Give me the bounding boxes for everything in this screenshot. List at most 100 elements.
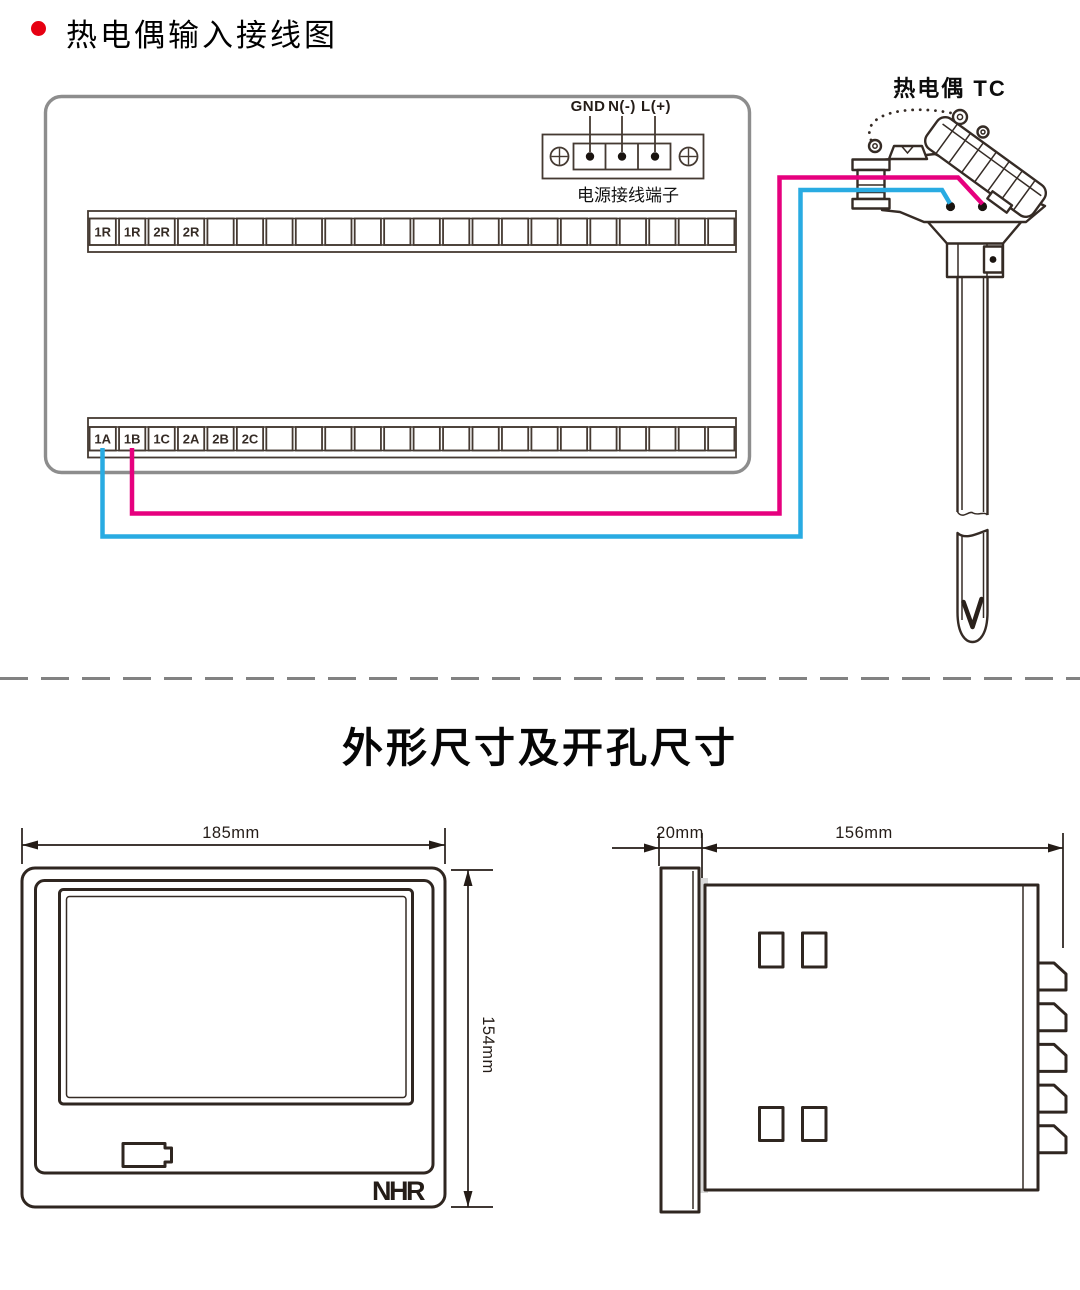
terminal-cell	[471, 426, 500, 452]
cable-gland	[851, 158, 891, 210]
terminal-cell	[177, 217, 206, 246]
front-view: 185mm N H R 154mm	[20, 824, 497, 1209]
terminal-cell-label: 1R	[124, 225, 141, 240]
terminal-cell	[265, 426, 294, 452]
terminal-cell	[677, 426, 706, 452]
negative-wire	[100, 187, 952, 539]
positive-wire	[129, 175, 985, 516]
terminal-cell	[294, 217, 323, 246]
terminal-cell-label: 1R	[94, 225, 111, 240]
terminal-cell	[589, 426, 618, 452]
thermocouple-drawing: 热电偶 TC	[851, 76, 1048, 644]
terminal-cell	[235, 426, 265, 452]
logo-letter-n: N	[372, 1176, 390, 1206]
terminal-tab	[1036, 1124, 1068, 1155]
terminal-cell-label: 2A	[183, 432, 200, 447]
terminal-strip-frame	[87, 417, 737, 459]
terminal-cell	[147, 217, 176, 246]
terminal-cell	[501, 426, 530, 452]
logo-letter-h: H	[389, 1176, 407, 1206]
junction-v-mark	[961, 596, 984, 630]
instrument-rear-panel	[43, 94, 752, 475]
terminal-cell	[589, 217, 618, 246]
terminal-cell-label: 2C	[242, 432, 259, 447]
terminal-cell	[707, 426, 736, 452]
screen	[58, 888, 414, 1106]
lid-chain	[867, 108, 953, 154]
terminal-cell	[177, 426, 206, 452]
section-title: 外形尺寸及开孔尺寸	[342, 725, 738, 771]
terminal-tab	[1036, 1083, 1068, 1114]
screw-icon	[678, 146, 699, 167]
bezel-depth-label: 20mm	[656, 824, 704, 842]
terminal-cell	[324, 217, 353, 246]
side-view: 20mm 156mm	[612, 824, 1068, 1214]
line-label: L(+)	[641, 98, 671, 115]
terminal-cell-label: 2B	[212, 432, 229, 447]
terminal-cell	[324, 426, 353, 452]
page-title: 热电偶输入接线图	[66, 18, 338, 53]
head-taper	[925, 219, 1024, 245]
vent-hole	[758, 931, 785, 969]
power-terminal-block: GND N(-) L(+) 电源接线端子	[541, 98, 705, 205]
power-terminal-caption: 电源接线端子	[577, 186, 679, 205]
thermocouple-label: 热电偶 TC	[893, 76, 1006, 101]
terminal-cell	[412, 426, 441, 452]
dimension-drawings: 185mm N H R 154mm	[20, 824, 1068, 1214]
terminal-cell	[383, 217, 412, 246]
terminal-tab	[1036, 961, 1068, 992]
vent-hole	[801, 1106, 828, 1142]
terminal-cell	[501, 217, 530, 246]
vent-hole	[801, 931, 828, 969]
terminal-cell	[412, 217, 441, 246]
terminal-tab	[1036, 1002, 1068, 1033]
terminal-cell-label: 1A	[94, 432, 111, 447]
rear-terminal-tabs	[1036, 961, 1068, 1155]
terminal-cell	[353, 217, 382, 246]
width-label: 185mm	[202, 824, 260, 842]
case-depth-label: 156mm	[835, 824, 893, 842]
thermocouple-probe	[956, 277, 989, 644]
terminal-cell	[707, 217, 736, 246]
terminal-cell	[235, 217, 265, 246]
terminal-cell	[353, 426, 382, 452]
depth-dimensions: 20mm 156mm	[612, 824, 1064, 948]
terminal-cell	[559, 426, 589, 452]
terminal-cell-label: 2R	[183, 225, 200, 240]
terminal-cell	[559, 217, 589, 246]
width-dimension: 185mm	[21, 824, 446, 864]
terminal-cell	[530, 426, 559, 452]
terminal-cell	[530, 217, 559, 246]
terminal-cell	[206, 217, 235, 246]
terminal-cell	[648, 426, 677, 452]
terminal-cell	[471, 217, 500, 246]
gnd-label: GND	[571, 98, 606, 115]
terminal-cell	[618, 426, 647, 452]
head-lid	[924, 115, 1048, 218]
terminal-cell	[383, 426, 412, 452]
case-body	[703, 883, 1040, 1192]
wing-cap	[887, 144, 929, 161]
terminal-cell	[442, 426, 471, 452]
terminal-cell	[618, 217, 647, 246]
terminal-cell	[88, 217, 117, 246]
terminal-cell	[265, 217, 294, 246]
terminal-strip-frame	[87, 210, 737, 253]
screw-icon	[549, 146, 570, 167]
bullet-icon	[31, 21, 46, 36]
terminal-cell	[206, 426, 235, 452]
neutral-label: N(-)	[608, 98, 636, 115]
hinge-screw-icon	[951, 108, 990, 139]
terminal-cell	[294, 426, 323, 452]
terminal-cell	[648, 217, 677, 246]
dashed-divider	[0, 677, 1080, 680]
usb-slot	[121, 1142, 173, 1168]
vent-hole	[758, 1106, 785, 1142]
terminal-cell-label: 1B	[124, 432, 141, 447]
terminal-cell	[442, 217, 471, 246]
terminal-cell	[677, 217, 706, 246]
